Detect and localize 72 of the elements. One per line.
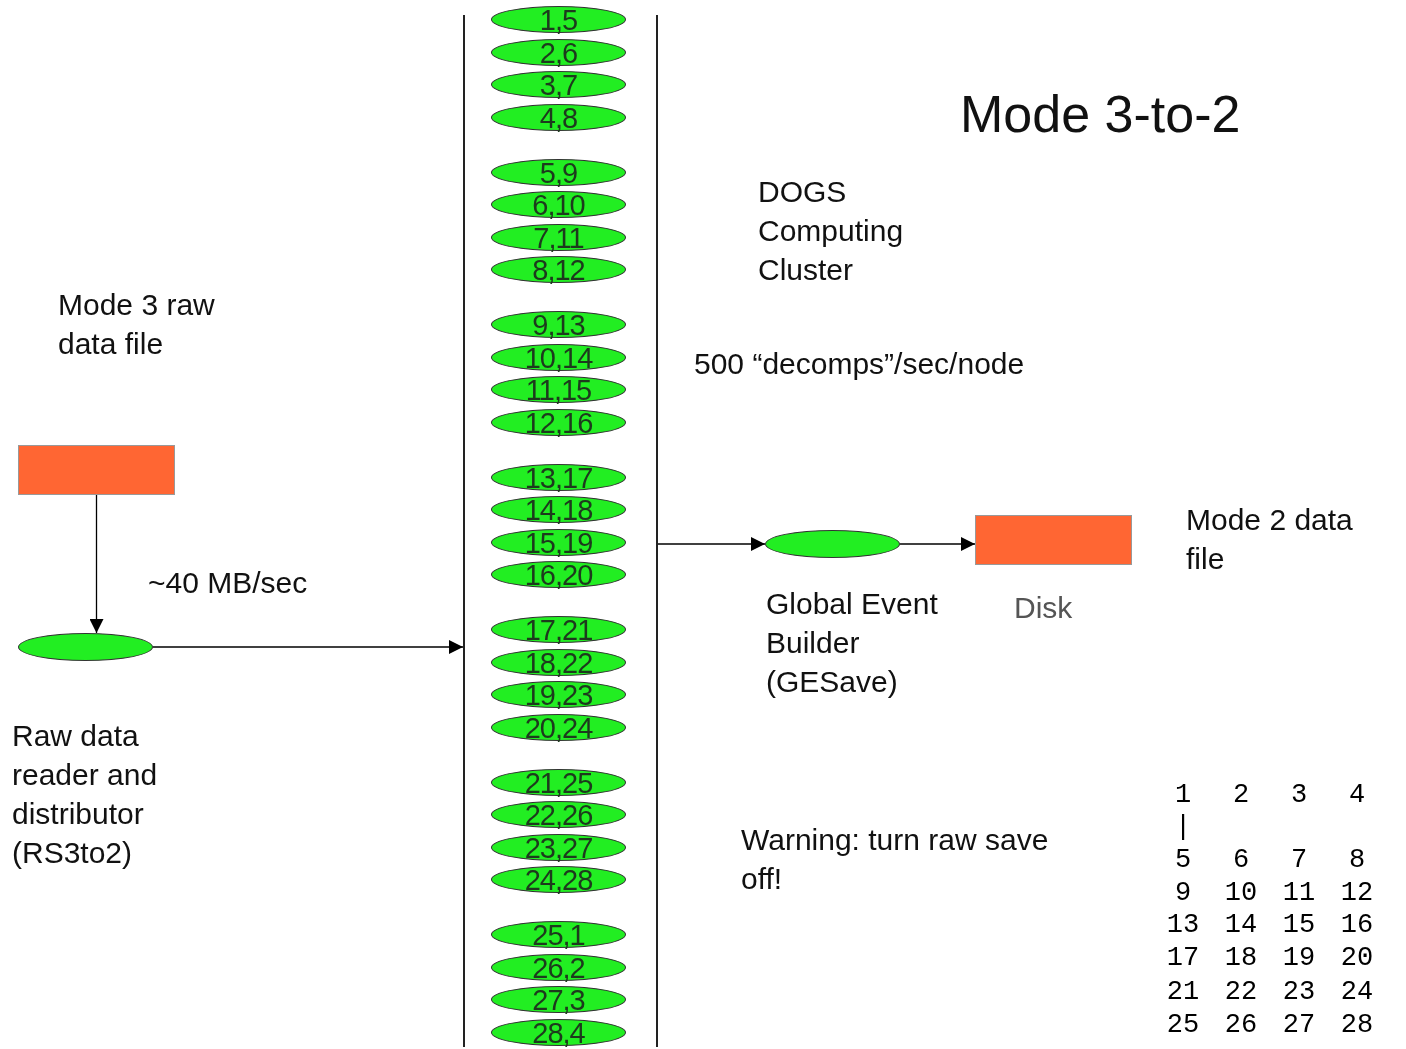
table-number: 1 xyxy=(1173,780,1193,810)
node-ellipse: 26,2 xyxy=(491,954,626,981)
node-ellipse: 4,8 xyxy=(491,104,626,131)
table-number: 25 xyxy=(1165,1010,1201,1040)
table-number: 19 xyxy=(1281,943,1317,973)
table-number: 28 xyxy=(1339,1010,1375,1040)
arrow xyxy=(899,537,976,551)
table-number: 27 xyxy=(1281,1010,1317,1040)
file-box xyxy=(18,445,175,495)
diagram-title: Mode 3-to-2 xyxy=(960,84,1242,144)
node-caption: DOGS Computing Cluster xyxy=(758,174,905,288)
table-number: 5 xyxy=(1173,845,1193,875)
table-number: 9 xyxy=(1173,878,1193,908)
node-ellipse: 14,18 xyxy=(491,496,626,523)
node-ellipse: 17,21 xyxy=(491,616,626,643)
node-caption: 500 “decomps”/sec/node xyxy=(694,346,1026,382)
node-ellipse: 16,20 xyxy=(491,561,626,588)
node-ellipse: 9,13 xyxy=(491,311,626,338)
node-caption: Disk xyxy=(1014,590,1074,626)
table-number: 21 xyxy=(1165,977,1201,1007)
table-number: 4 xyxy=(1347,780,1367,810)
table-number: 11 xyxy=(1281,878,1317,908)
node-ellipse: 10,14 xyxy=(491,344,626,371)
warning-note: Warning: turn raw save off! xyxy=(741,822,1050,897)
node-ellipse: 23,27 xyxy=(491,834,626,861)
table-number: 16 xyxy=(1339,910,1375,940)
node-ellipse: 25,1 xyxy=(491,921,626,948)
table-number: 24 xyxy=(1339,977,1375,1007)
node-ellipse: 13,17 xyxy=(491,464,626,491)
node-ellipse: 3,7 xyxy=(491,71,626,98)
table-number: 18 xyxy=(1223,943,1259,973)
node-ellipse: 8,12 xyxy=(491,256,626,283)
table-number: 10 xyxy=(1223,878,1259,908)
table-number: | xyxy=(1173,812,1193,842)
table-number: 22 xyxy=(1223,977,1259,1007)
node-caption: Raw data reader and distributor (RS3to2) xyxy=(12,718,159,871)
node-ellipse: 28,4 xyxy=(491,1019,626,1046)
node-ellipse: 12,16 xyxy=(491,409,626,436)
arrow xyxy=(657,537,766,551)
table-number: 6 xyxy=(1231,845,1251,875)
arrow xyxy=(152,640,464,654)
node-ellipse: 7,11 xyxy=(491,224,626,251)
node-ellipse: 19,23 xyxy=(491,681,626,708)
table-number: 20 xyxy=(1339,943,1375,973)
node-ellipse: 18,22 xyxy=(491,649,626,676)
table-number: 12 xyxy=(1339,878,1375,908)
node-ellipse: 22,26 xyxy=(491,801,626,828)
node-ellipse: 5,9 xyxy=(491,159,626,186)
node-caption: Global Event Builder (GESave) xyxy=(766,586,939,700)
node-caption: Mode 3 raw data file xyxy=(58,287,216,362)
node-caption: Mode 2 data file xyxy=(1186,502,1354,577)
table-number: 23 xyxy=(1281,977,1317,1007)
node-ellipse: 11,15 xyxy=(491,376,626,403)
table-number: 8 xyxy=(1347,845,1367,875)
node-ellipse: 27,3 xyxy=(491,986,626,1013)
file-box xyxy=(975,515,1132,565)
table-number: 7 xyxy=(1289,845,1309,875)
table-number: 14 xyxy=(1223,910,1259,940)
table-number: 26 xyxy=(1223,1010,1259,1040)
node-ellipse: 15,19 xyxy=(491,529,626,556)
node-ellipse: 6,10 xyxy=(491,191,626,218)
table-number: 17 xyxy=(1165,943,1201,973)
table-number: 2 xyxy=(1231,780,1251,810)
table-number: 13 xyxy=(1165,910,1201,940)
table-number: 3 xyxy=(1289,780,1309,810)
node-ellipse: 2,6 xyxy=(491,39,626,66)
node-ellipse: 24,28 xyxy=(491,866,626,893)
node-ellipse: 1,5 xyxy=(491,6,626,33)
table-number: 15 xyxy=(1281,910,1317,940)
node-ellipse: 21,25 xyxy=(491,769,626,796)
node-ellipse: 20,24 xyxy=(491,714,626,741)
arrow xyxy=(89,494,104,634)
